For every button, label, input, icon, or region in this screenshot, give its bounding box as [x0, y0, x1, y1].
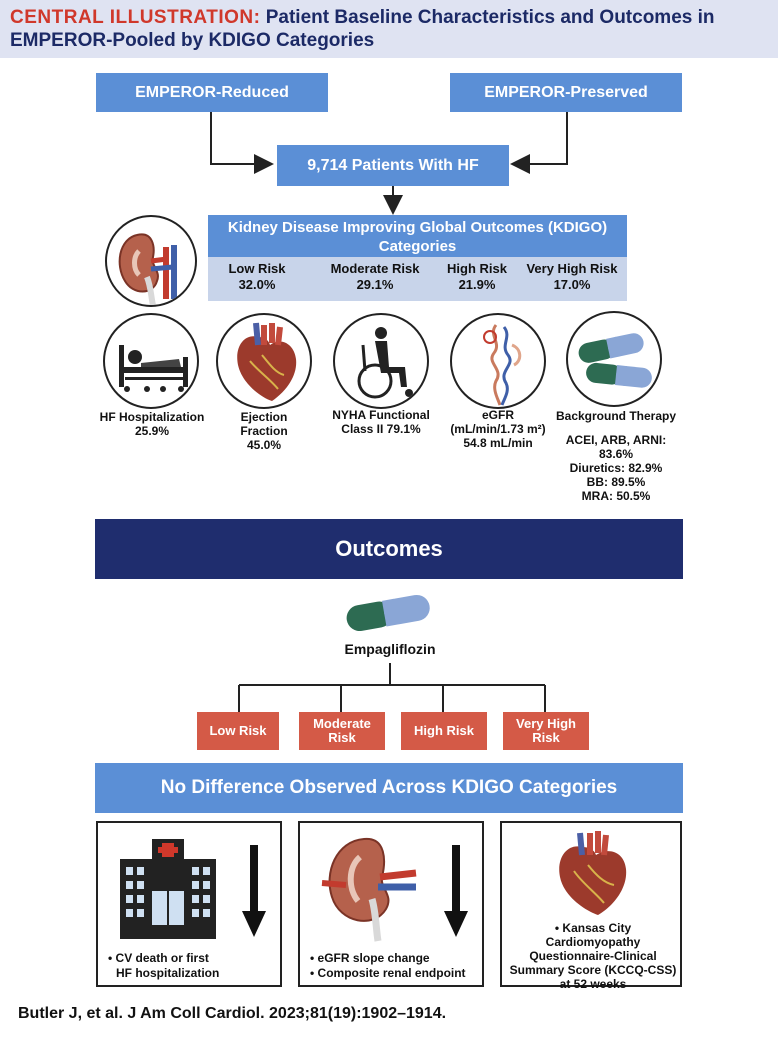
egfr-label: eGFR (mL/min/1.73 m²) 54.8 mL/min — [440, 408, 556, 450]
kdigo-title-line-1: Kidney Disease Improving Global Outcomes… — [227, 219, 608, 236]
kdigo-category-label: Moderate Risk — [330, 261, 420, 276]
panel3-text-3: Summary Score (KCCQ-CSS) — [509, 963, 677, 977]
kdigo-category-value: 29.1% — [356, 277, 394, 292]
background-therapy-label: Background Therapy ACEI, ARB, ARNI: 83.6… — [554, 409, 678, 503]
wheelchair-icon — [333, 313, 429, 409]
kdigo-category-value: 32.0% — [238, 277, 276, 292]
hospital-bed-icon — [103, 313, 199, 409]
therapy-line-4: BB: 89.5% — [586, 475, 646, 489]
kdigo-category-label: Very High Risk — [526, 261, 618, 276]
panel3-text-2: Questionnaire-Clinical — [529, 949, 657, 963]
panel3-text-4: at 52 weeks — [559, 977, 627, 991]
citation: Butler J, et al. J Am Coll Cardiol. 2023… — [18, 1005, 447, 1022]
panel1-text-a: CV death or first — [115, 951, 209, 965]
kdigo-title-line-2: Categories — [378, 238, 457, 255]
risk-box-low: Low Risk — [197, 712, 279, 750]
therapy-line-2: 83.6% — [598, 447, 634, 461]
nyha-line-1: NYHA Functional — [332, 408, 430, 422]
down-arrow-icon — [444, 845, 468, 937]
panel2-bullet-1: • eGFR slope change — [310, 951, 430, 965]
panel2-bullet-2: • Composite renal endpoint — [310, 966, 466, 980]
heart-icon — [216, 313, 312, 409]
kdigo-title: Kidney Disease Improving Global Outcomes… — [208, 215, 627, 257]
egfr-line-3: 54.8 mL/min — [463, 436, 533, 450]
empagliflozin-label: Empagliflozin — [344, 641, 436, 657]
kdigo-category-value: 21.9% — [458, 277, 496, 292]
emperor-reduced-box: EMPEROR-Reduced — [96, 73, 328, 112]
outcomes-banner: Outcomes — [95, 519, 683, 579]
outcome-panel-cv-death: • CV death or first HF hospitalization — [96, 821, 282, 987]
capsule-icon — [340, 588, 436, 636]
panel3-text-1: Kansas City Cardiomyopathy — [545, 921, 641, 949]
ef-line-1: Ejection — [240, 410, 288, 424]
nyha-label: NYHA Functional Class II 79.1% — [326, 408, 436, 436]
risk-box-high: High Risk — [401, 712, 487, 750]
kidney-icon-large — [321, 837, 417, 942]
risk-box-line-1: Very High — [516, 716, 576, 731]
risk-box-line-2: Risk — [328, 730, 356, 745]
no-difference-banner: No Difference Observed Across KDIGO Cate… — [95, 763, 683, 813]
panel2-bullets: • eGFR slope change • Composite renal en… — [310, 951, 482, 981]
panel3-text: • Kansas City Cardiomyopathy Questionnai… — [506, 921, 680, 991]
therapy-line-5: MRA: 50.5% — [581, 489, 651, 503]
down-arrow-icon — [242, 845, 266, 937]
header-title-2: EMPEROR-Pooled by KDIGO Categories — [10, 30, 375, 51]
therapy-line-1: ACEI, ARB, ARNI: — [565, 433, 667, 447]
therapy-line-3: Diuretics: 82.9% — [569, 461, 663, 475]
nephron-icon — [450, 313, 546, 409]
outcome-panel-renal: • eGFR slope change • Composite renal en… — [298, 821, 484, 987]
panel1-bullet: • CV death or first HF hospitalization — [108, 951, 278, 981]
panel2-text-2: Composite renal endpoint — [317, 966, 466, 980]
hf-hospitalization-label: HF Hospitalization 25.9% — [96, 410, 208, 438]
hospital-icon — [120, 839, 216, 939]
header: CENTRAL ILLUSTRATION: Patient Baseline C… — [0, 0, 778, 58]
ejection-fraction-label: Ejection Fraction 45.0% — [222, 410, 306, 452]
patients-box: 9,714 Patients With HF — [277, 145, 509, 186]
header-tag: CENTRAL ILLUSTRATION: — [10, 7, 261, 28]
heart-icon-large — [559, 831, 627, 915]
pills-icon — [566, 311, 662, 407]
kdigo-category-label: High Risk — [447, 261, 507, 276]
panel1-text-b: HF hospitalization — [116, 966, 220, 980]
panel3-line-1: • Kansas City Cardiomyopathy — [545, 921, 641, 949]
header-title-1: Patient Baseline Characteristics and Out… — [260, 7, 715, 28]
outcome-panel-kccq: • Kansas City Cardiomyopathy Questionnai… — [500, 821, 682, 991]
ef-line-2: Fraction — [240, 424, 288, 438]
risk-box-line-1: Low Risk — [209, 723, 267, 738]
kdigo-box: Kidney Disease Improving Global Outcomes… — [208, 215, 627, 301]
risk-box-line-1: Moderate — [313, 716, 371, 731]
panel2-text-1: eGFR slope change — [317, 951, 430, 965]
hf-hosp-line-2: 25.9% — [134, 424, 170, 438]
ef-line-3: 45.0% — [246, 438, 282, 452]
kdigo-category-moderate: Moderate Risk 29.1% — [312, 261, 438, 293]
kdigo-category-label: Low Risk — [228, 261, 286, 276]
panel1-bullet-line-1: • CV death or first — [108, 951, 209, 965]
header-line-1: CENTRAL ILLUSTRATION: Patient Baseline C… — [10, 6, 778, 29]
kdigo-category-value: 17.0% — [553, 277, 591, 292]
risk-box-line-2: Risk — [532, 730, 560, 745]
kdigo-category-very-high: Very High Risk 17.0% — [520, 261, 624, 293]
egfr-line-1: eGFR — [481, 408, 514, 422]
emperor-preserved-box: EMPEROR-Preserved — [450, 73, 682, 112]
nyha-line-2: Class II 79.1% — [341, 422, 421, 436]
risk-box-line-1: High Risk — [414, 723, 474, 738]
therapy-title: Background Therapy — [555, 409, 677, 423]
kdigo-category-low: Low Risk 32.0% — [220, 261, 294, 293]
egfr-line-2: (mL/min/1.73 m²) — [450, 422, 546, 436]
hf-hosp-line-1: HF Hospitalization — [99, 410, 205, 424]
kidney-icon — [105, 215, 197, 307]
kdigo-category-high: High Risk 21.9% — [440, 261, 514, 293]
